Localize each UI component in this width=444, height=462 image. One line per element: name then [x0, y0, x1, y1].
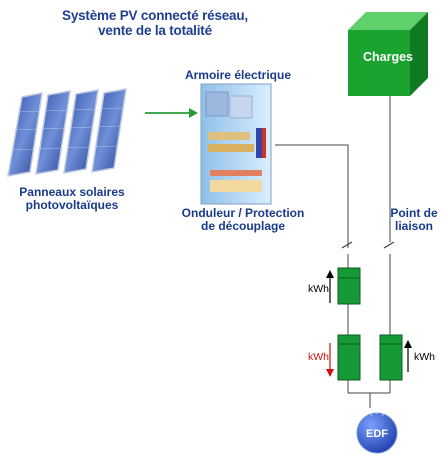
meter-consumption	[379, 334, 403, 381]
point-de-liaison-label: Point de liaison	[390, 206, 438, 234]
edf-label: EDF	[366, 428, 388, 440]
arrow-up-production	[326, 270, 334, 303]
wiring	[275, 95, 395, 408]
charges-label: Charges	[362, 50, 414, 64]
panel-grid-lines	[9, 107, 125, 151]
electrical-cabinet	[200, 83, 272, 205]
panels-label: Panneaux solaires photovoltaïques	[19, 185, 125, 213]
edf-logo	[356, 408, 398, 454]
charges-box	[348, 12, 428, 96]
armoire-label: Armoire électrique	[184, 68, 292, 82]
inverter-wire	[275, 144, 349, 248]
meter-non-consumption	[337, 334, 361, 381]
kwh-label-consumption: kWh	[414, 351, 435, 363]
arrow-down-red	[326, 343, 334, 377]
dc-flow-arrow	[145, 108, 198, 118]
switch-right	[383, 241, 395, 249]
solar-panel	[63, 89, 99, 174]
onduleur-label: Onduleur / Protection de découplage	[181, 206, 305, 234]
arrow-up-consumption	[404, 340, 412, 372]
diagram-title: Système PV connecté réseau, vente de la …	[62, 8, 248, 39]
switch-left	[341, 241, 353, 249]
kwh-label-production: kWh	[308, 283, 329, 295]
solar-panel	[35, 90, 71, 175]
meter-production	[337, 267, 361, 305]
solar-panels	[7, 88, 127, 177]
kwh-label-non-consumption: kWh	[308, 351, 329, 363]
solar-panel	[91, 88, 127, 173]
